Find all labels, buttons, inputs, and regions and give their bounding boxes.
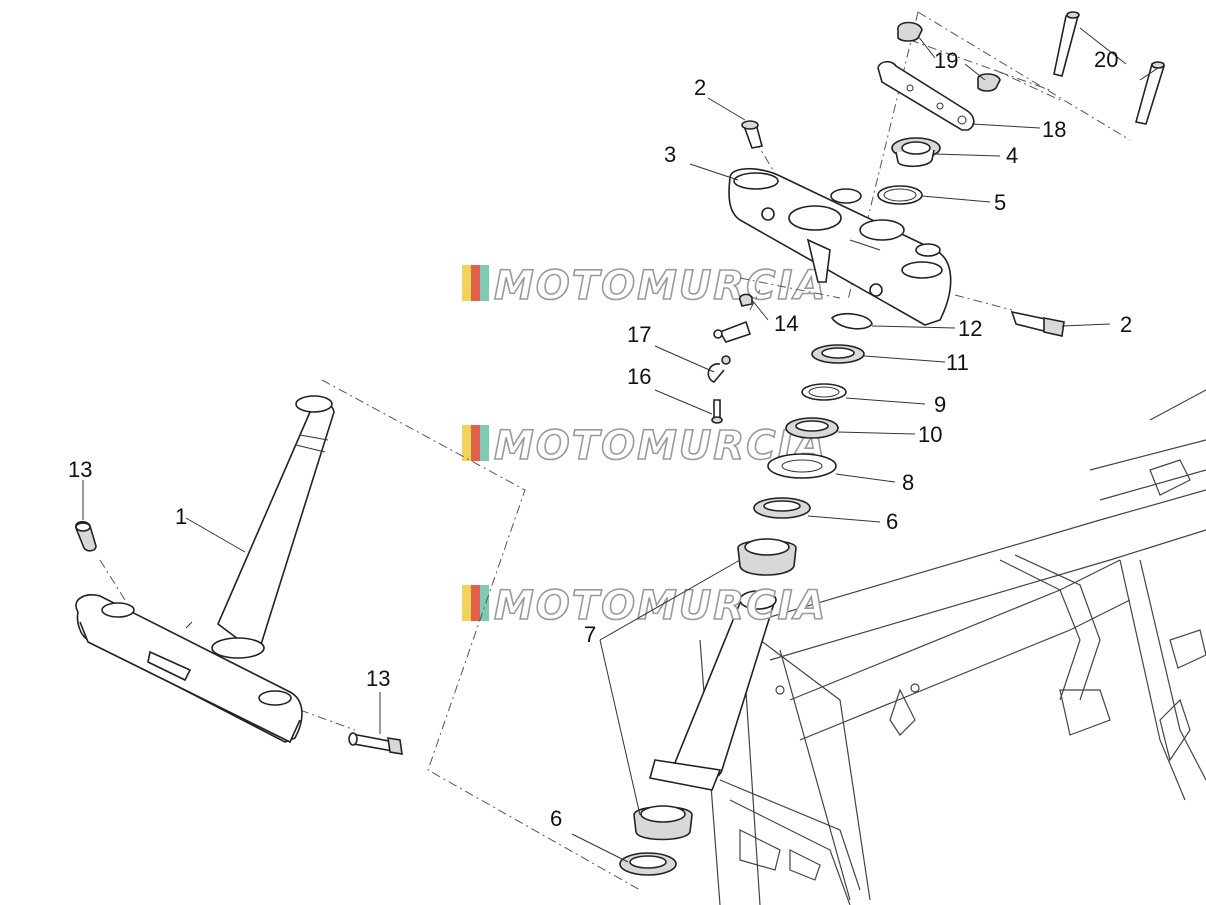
plate-18 [877,60,975,131]
callout-2-top: 2 [694,75,706,100]
callout-9: 9 [934,392,946,417]
callout-12: 12 [958,316,982,341]
callout-8: 8 [902,470,914,495]
washer-9 [801,383,847,401]
bearing-7-upper [737,538,797,576]
assembly-lines [99,11,1131,891]
bolt-2-right [1010,310,1065,337]
callout-5: 5 [994,190,1006,215]
watermark-stripe [462,265,471,301]
callout-14: 14 [774,311,798,336]
clip-12 [830,312,873,330]
bearing-7-lower [633,805,693,841]
callout-10: 10 [918,422,942,447]
callout-18: 18 [1042,117,1066,142]
bolt-2-top [741,120,763,149]
watermark-3: MOTOMURCIA [462,582,827,630]
bracket-14 [713,293,753,343]
bearing-race-6-lower [619,852,677,876]
lower-triple-clamp [75,395,335,744]
watermark-text: MOTOMURCIA [494,263,827,309]
watermark-stripe [480,265,489,301]
callout-19: 19 [934,48,958,73]
callout-6-lower: 6 [550,806,562,831]
screw-16 [711,399,723,424]
bolt-20 [1053,11,1166,125]
callouts: 1 2 2 3 4 5 6 6 7 8 9 10 11 12 13 13 14 … [68,47,1132,831]
watermark-stripe [462,585,471,621]
bolt-13-right [348,732,403,755]
callout-7: 7 [584,622,596,647]
bearing-race-6-upper [753,497,811,519]
callout-20: 20 [1094,47,1118,72]
dust-seal-8 [767,453,837,479]
cable-clip-17 [707,355,731,383]
watermark-stripe [471,585,480,621]
callout-13-right: 13 [366,666,390,691]
motorcycle-frame [699,389,1206,905]
callout-11: 11 [946,350,969,375]
callout-17: 17 [627,322,651,347]
watermark-stripe [471,265,480,301]
callout-16: 16 [627,364,651,389]
watermark-stripe [462,425,471,461]
watermark-stripe [480,585,489,621]
steering-nut-4 [891,137,941,168]
callout-4: 4 [1006,143,1018,168]
callout-2-right: 2 [1120,312,1132,337]
ring-nut-10 [785,417,839,439]
callout-13-left: 13 [68,457,92,482]
watermark-stripe [471,425,480,461]
bolt-13-left [75,520,97,552]
watermark-stripe [480,425,489,461]
washer-5 [877,185,923,205]
watermark-text: MOTOMURCIA [494,583,827,629]
upper-triple-clamp [728,167,952,326]
ring-nut-11 [811,344,865,364]
callout-6-upper: 6 [886,509,898,534]
head-tube [648,590,777,791]
callout-3: 3 [664,142,676,167]
leader-lines [82,27,1159,863]
watermark-1: MOTOMURCIA [462,262,827,310]
callout-1: 1 [175,504,187,529]
